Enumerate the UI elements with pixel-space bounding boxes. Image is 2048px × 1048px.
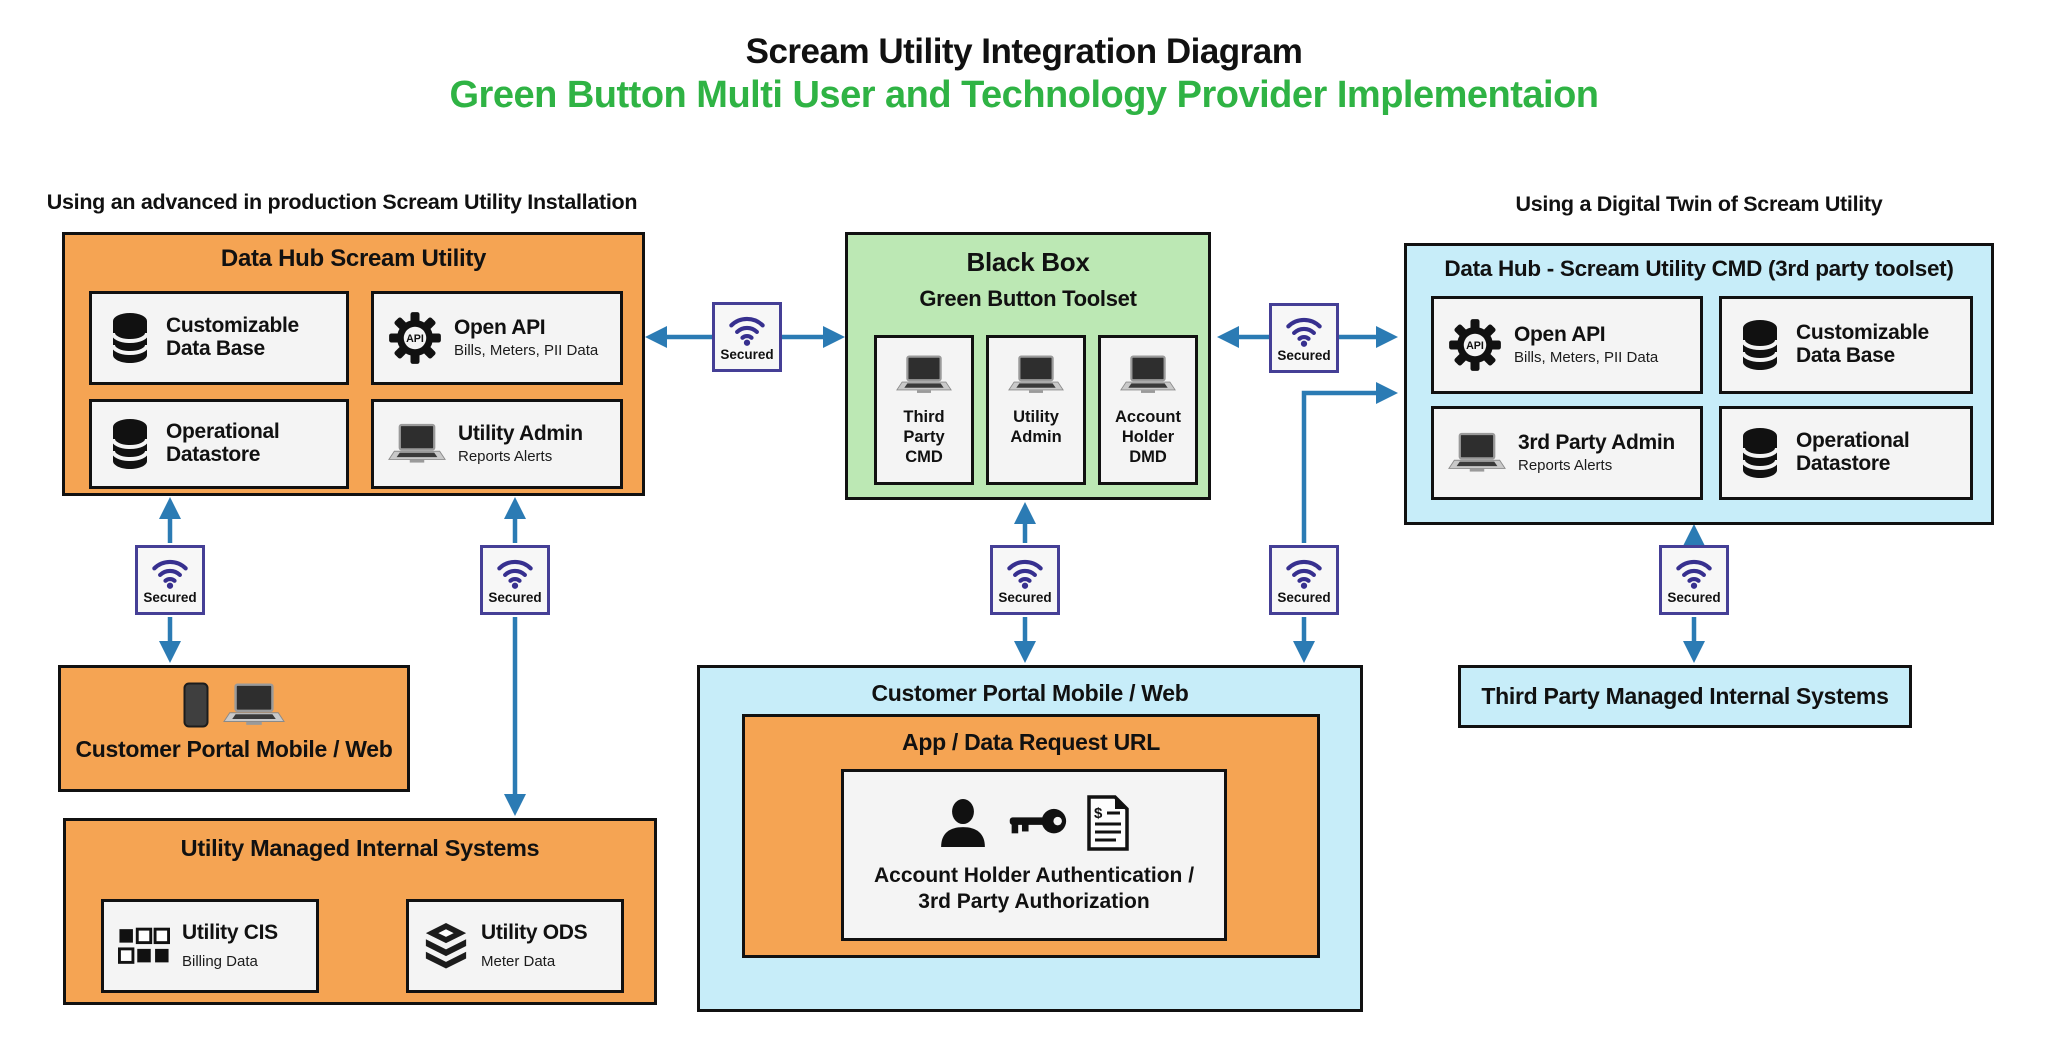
database-icon [1736,319,1784,371]
wifi-icon [494,556,536,589]
card-title: Open API [1514,323,1606,347]
card-title: 3rd Party Admin [1518,431,1675,455]
card-title: Customizable Data Base [166,314,299,360]
person-icon [938,799,988,847]
wifi-icon [149,556,191,589]
auth-label: Account Holder Authentication / 3rd Part… [873,863,1195,913]
panel-title: Black Box [966,247,1090,277]
panel-title: Utility Managed Internal Systems [180,835,540,861]
card-subtitle: Meter Data [481,952,556,970]
card-title: Utility CIS [182,921,278,945]
laptop-icon [896,354,952,396]
api-gear-icon [1448,318,1502,372]
card-open-api: Open API Bills, Meters, PII Data [371,291,623,385]
section-label-right: Using a Digital Twin of Scream Utility [1515,192,1883,216]
portal-device-icons [61,682,407,728]
terminal-account-holder-dmd: Account Holder DMD [1098,335,1198,485]
panel-title: App / Data Request URL [902,729,1160,755]
page-title: Scream Utility Integration Diagram [745,32,1303,71]
laptop-icon [1448,431,1506,475]
secured-label: Secured [1277,347,1331,363]
wifi-icon [1004,556,1046,589]
panel-title: Third Party Managed Internal Systems [1481,683,1889,709]
panel-utility-managed-internal-systems: Utility Managed Internal Systems Utility… [63,818,657,1005]
grid-icon [118,927,170,965]
database-icon [106,418,154,470]
card-subtitle: Bills, Meters, PII Data [454,341,599,359]
secured-label: Secured [488,589,542,605]
card-auth: Account Holder Authentication / 3rd Part… [841,769,1227,941]
section-label-left: Using an advanced in production Scream U… [46,190,638,214]
secured-label: Secured [1277,589,1331,605]
secured-node-hub-internal: Secured [480,545,550,615]
card-title: Utility ODS [481,921,588,945]
terminal-label: Utility Admin [1010,408,1062,446]
secured-node-portal-twin: Secured [1269,545,1339,615]
card-title: Open API [454,316,546,340]
card-subtitle: Reports Alerts [458,447,553,465]
database-icon [1736,427,1784,479]
secured-node-twin-internal: Secured [1659,545,1729,615]
card-3rd-party-admin: 3rd Party Admin Reports Alerts [1431,406,1703,500]
terminal-label: Third Party CMD [903,408,945,466]
panel-app-data-request-url: App / Data Request URL Account Holder Au… [742,714,1320,958]
card-utility-ods: Utility ODS Meter Data [406,899,624,993]
card-open-api: Open API Bills, Meters, PII Data [1431,296,1703,394]
secured-label: Secured [720,346,774,362]
laptop-icon [1008,354,1064,396]
invoice-icon [1086,795,1130,851]
panel-black-box: Black Box Green Button Toolset Third Par… [845,232,1211,500]
panel-title: Customer Portal Mobile / Web [75,736,393,762]
card-title: Operational Datastore [1796,429,1910,475]
secured-label: Secured [1667,589,1721,605]
panel-subtitle: Green Button Toolset [919,286,1137,311]
auth-icons [938,795,1130,851]
panel-data-hub-scream-utility: Data Hub Scream Utility Customizable Dat… [62,232,645,496]
wifi-icon [726,313,768,346]
panel-data-hub-cmd: Data Hub - Scream Utility CMD (3rd party… [1404,243,1994,525]
page-subtitle: Green Button Multi User and Technology P… [449,74,1599,116]
card-customizable-database: Customizable Data Base [89,291,349,385]
card-operational-datastore: Operational Datastore [1719,406,1973,500]
wifi-icon [1283,556,1325,589]
layers-icon [423,922,469,970]
wifi-icon [1673,556,1715,589]
card-title: Customizable Data Base [1796,321,1929,367]
phone-icon [183,682,209,728]
database-icon [106,312,154,364]
panel-customer-portal-left: Customer Portal Mobile / Web [58,665,410,792]
card-customizable-database: Customizable Data Base [1719,296,1973,394]
card-title: Utility Admin [458,422,583,446]
card-title: Operational Datastore [166,420,280,466]
secured-node-blackbox-twin: Secured [1269,303,1339,373]
terminal-label: Account Holder DMD [1115,408,1181,466]
panel-title: Data Hub - Scream Utility CMD (3rd party… [1444,256,1954,281]
terminal-utility-admin: Utility Admin [986,335,1086,485]
panel-title: Customer Portal Mobile / Web [871,680,1189,706]
api-gear-icon [388,311,442,365]
card-subtitle: Reports Alerts [1518,456,1613,474]
wifi-icon [1283,314,1325,347]
laptop-icon [1120,354,1176,396]
laptop-icon [388,422,446,466]
secured-node-hub-blackbox: Secured [712,302,782,372]
secured-label: Secured [143,589,197,605]
card-subtitle: Bills, Meters, PII Data [1514,348,1659,366]
secured-label: Secured [998,589,1052,605]
card-utility-admin: Utility Admin Reports Alerts [371,399,623,489]
panel-customer-portal-center: Customer Portal Mobile / Web App / Data … [697,665,1363,1012]
laptop-icon [223,682,285,728]
card-utility-cis: Utility CIS Billing Data [101,899,319,993]
panel-title: Data Hub Scream Utility [220,245,487,272]
secured-node-hub-portal: Secured [135,545,205,615]
panel-third-party-internal-systems: Third Party Managed Internal Systems [1458,665,1912,728]
secured-node-blackbox-portal: Secured [990,545,1060,615]
card-operational-datastore: Operational Datastore [89,399,349,489]
terminal-third-party-cmd: Third Party CMD [874,335,974,485]
key-icon [1006,807,1068,839]
card-subtitle: Billing Data [182,952,258,970]
